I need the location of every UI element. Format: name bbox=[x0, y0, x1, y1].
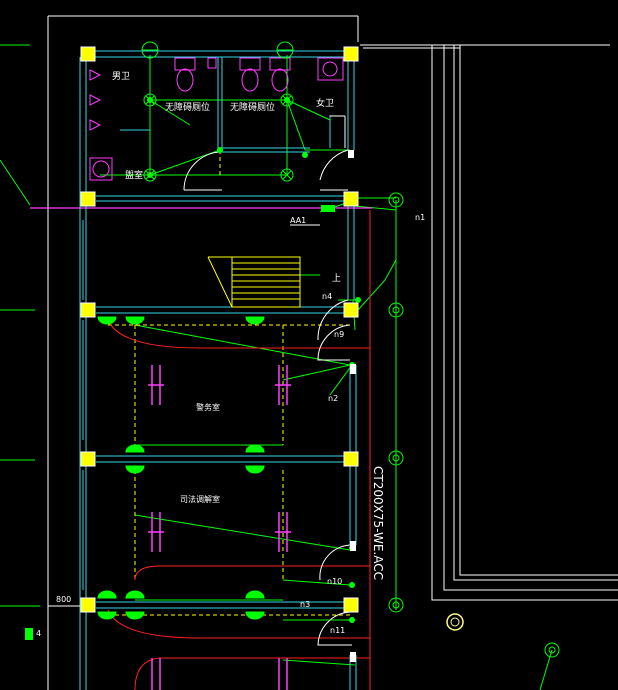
stairs bbox=[207, 256, 301, 308]
luminaire bbox=[97, 611, 117, 620]
wall-boxes bbox=[348, 150, 356, 662]
tag-panel: AA1 bbox=[290, 216, 306, 225]
tag-n4: n4 bbox=[322, 292, 332, 301]
column bbox=[343, 46, 359, 62]
room-label-police: 警务室 bbox=[196, 402, 220, 412]
dashed-circuits bbox=[108, 150, 350, 616]
luminaire bbox=[125, 611, 145, 620]
light-fixture bbox=[148, 365, 164, 405]
column bbox=[80, 451, 96, 467]
room-label-mediation: 司法调解室 bbox=[180, 494, 220, 504]
socket-symbol bbox=[446, 613, 464, 631]
luminaire bbox=[125, 590, 145, 599]
tag-n1: n1 bbox=[415, 213, 425, 222]
luminaire bbox=[245, 316, 265, 325]
tag-n3: n3 bbox=[300, 600, 310, 609]
luminaire bbox=[125, 444, 145, 453]
lamp bbox=[280, 168, 294, 182]
dimension-label: 800 bbox=[56, 595, 71, 604]
column bbox=[343, 302, 359, 318]
column bbox=[80, 191, 96, 207]
ceiling-lamps bbox=[141, 41, 560, 658]
room-label-accessible-left: 无障碍厕位 bbox=[165, 101, 210, 113]
room-label-male-toilet: 男卫 bbox=[112, 71, 130, 82]
fluorescent-lights bbox=[148, 365, 291, 690]
lamp bbox=[141, 41, 159, 59]
light-fixture bbox=[275, 512, 291, 552]
column bbox=[80, 46, 96, 62]
doors bbox=[183, 115, 353, 646]
outer-building-outline bbox=[47, 15, 618, 690]
luminaire bbox=[125, 465, 145, 474]
room-label-female-toilet: 女卫 bbox=[316, 97, 334, 109]
light-fixture bbox=[278, 658, 288, 690]
luminaire bbox=[245, 465, 265, 474]
column bbox=[80, 302, 96, 318]
red-circuits bbox=[107, 210, 371, 690]
walls bbox=[79, 50, 357, 690]
luminaire bbox=[125, 316, 145, 325]
wall-luminaires bbox=[97, 316, 265, 620]
dimension-800 bbox=[47, 600, 80, 612]
tag-n11: n11 bbox=[330, 626, 345, 635]
light-fixture bbox=[275, 365, 291, 405]
distribution-panel bbox=[321, 205, 335, 212]
tag-n10: n10 bbox=[327, 577, 342, 586]
luminaire bbox=[245, 444, 265, 453]
column bbox=[343, 191, 359, 207]
left-reference-lines bbox=[0, 44, 40, 607]
column bbox=[80, 597, 96, 613]
room-label-accessible-right: 无障碍厕位 bbox=[230, 101, 275, 113]
socket-icon bbox=[25, 628, 33, 640]
luminaire bbox=[97, 316, 117, 325]
room-label-wash: 盥室 bbox=[125, 169, 143, 181]
tag-n2: n2 bbox=[328, 394, 338, 403]
tag-n9: n9 bbox=[334, 330, 344, 339]
luminaire bbox=[245, 590, 265, 599]
columns bbox=[80, 46, 359, 613]
lamp bbox=[276, 41, 294, 59]
light-fixture bbox=[151, 658, 161, 690]
column bbox=[343, 451, 359, 467]
cable-tray-label: CT200X75-WE.ACC bbox=[371, 466, 385, 580]
column bbox=[343, 597, 359, 613]
luminaire bbox=[97, 590, 117, 599]
luminaire bbox=[245, 611, 265, 620]
wiring bbox=[100, 55, 553, 690]
sanitary-fixtures bbox=[89, 57, 344, 181]
stair-label: 上 bbox=[332, 273, 341, 284]
light-fixture bbox=[148, 512, 164, 552]
svg-text:4: 4 bbox=[36, 629, 41, 638]
